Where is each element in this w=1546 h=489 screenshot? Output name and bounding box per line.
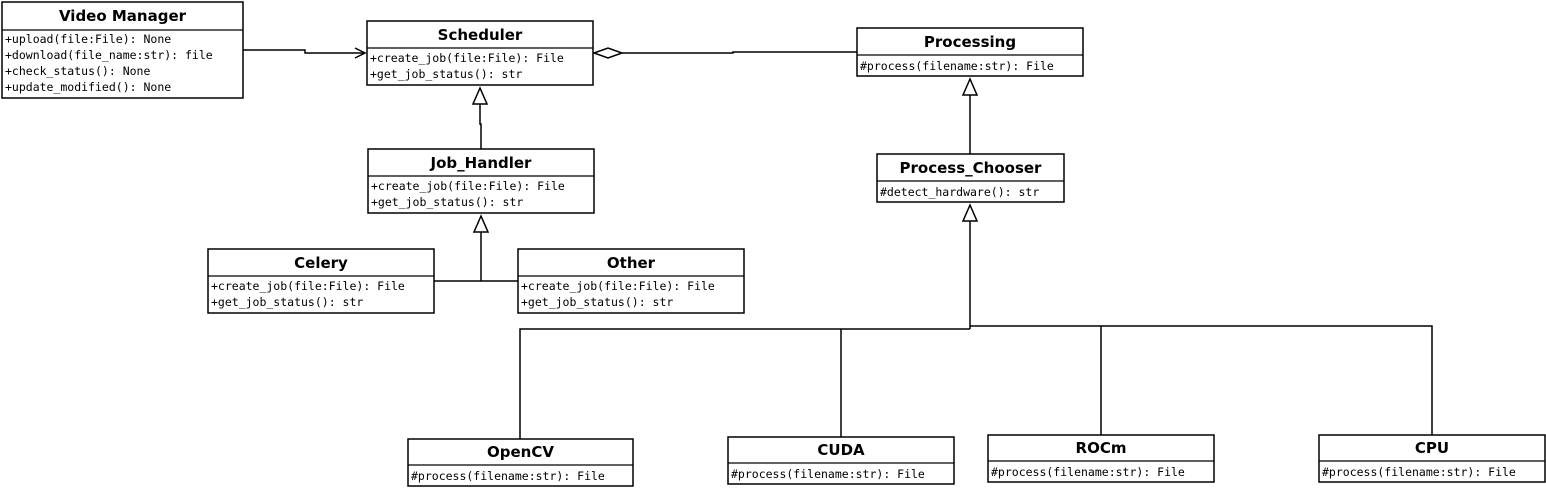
open-arrowhead	[354, 47, 367, 59]
connector-processing-scheduler	[622, 51, 857, 54]
class-member: #process(filename:str): File	[411, 469, 605, 483]
class-member: #process(filename:str): File	[1322, 465, 1516, 479]
class-member: #process(filename:str): File	[731, 467, 925, 481]
connectors	[243, 47, 1433, 439]
class-name: Scheduler	[438, 26, 523, 44]
class-box	[367, 148, 595, 214]
class-scheduler: Scheduler +create_job(file:File): File +…	[366, 20, 594, 86]
class-member: +create_job(file:File): File	[521, 279, 715, 293]
class-member: +create_job(file:File): File	[371, 179, 565, 193]
class-member: #process(filename:str): File	[860, 59, 1054, 73]
class-name: Video Manager	[59, 7, 187, 25]
class-member: #detect_hardware(): str	[880, 185, 1039, 199]
class-opencv: OpenCV #process(filename:str): File	[407, 438, 634, 487]
inheritance-arrowhead	[472, 214, 490, 233]
connector-videomanager-scheduler	[243, 49, 364, 54]
class-member: +upload(file:File): None	[5, 32, 171, 46]
connector-opencv-processchooser	[519, 328, 970, 439]
class-member: +get_job_status(): str	[370, 67, 522, 81]
class-rocm: ROCm #process(filename:str): File	[987, 434, 1215, 483]
class-name: Other	[607, 254, 656, 272]
connector-jobhandler-scheduler	[479, 104, 482, 149]
class-name: Job_Handler	[430, 154, 533, 172]
class-member: +check_status(): None	[5, 64, 150, 78]
class-box	[987, 434, 1215, 483]
connector-rocm-cpu-processchooser	[970, 325, 1433, 435]
class-process-chooser: Process_Chooser #detect_hardware(): str	[876, 153, 1065, 203]
class-member: +create_job(file:File): File	[370, 51, 564, 65]
inheritance-arrowhead	[471, 86, 489, 105]
class-member: +create_job(file:File): File	[211, 279, 405, 293]
aggregation-diamond	[591, 47, 625, 59]
class-box	[876, 153, 1065, 203]
class-box	[727, 436, 955, 485]
inheritance-arrowhead	[961, 203, 979, 222]
class-box	[407, 438, 634, 487]
class-member: +download(file_name:str): file	[5, 48, 213, 62]
class-member: +get_job_status(): str	[211, 295, 363, 309]
class-name: CPU	[1415, 439, 1449, 457]
class-box	[366, 20, 594, 86]
class-member: +update_modified(): None	[5, 80, 171, 94]
class-cuda: CUDA #process(filename:str): File	[727, 436, 955, 485]
class-name: CUDA	[817, 441, 865, 459]
class-processing: Processing #process(filename:str): File	[856, 27, 1084, 77]
class-video-manager: Video Manager +upload(file:File): None +…	[1, 1, 244, 99]
class-other: Other +create_job(file:File): File +get_…	[517, 248, 745, 314]
class-cpu: CPU #process(filename:str): File	[1318, 434, 1546, 483]
class-box	[517, 248, 745, 314]
class-member: #process(filename:str): File	[991, 465, 1185, 479]
class-box	[1318, 434, 1546, 483]
class-box	[1, 1, 244, 99]
class-name: Celery	[294, 254, 348, 272]
inheritance-arrowhead	[961, 77, 979, 96]
class-name: ROCm	[1076, 439, 1127, 457]
class-name: OpenCV	[487, 443, 554, 461]
class-name: Process_Chooser	[900, 159, 1043, 177]
class-member: +get_job_status(): str	[521, 295, 673, 309]
class-celery: Celery +create_job(file:File): File +get…	[207, 248, 435, 314]
connector-celery-other-jobhandler	[434, 232, 518, 282]
class-job-handler: Job_Handler +create_job(file:File): File…	[367, 148, 595, 214]
class-member: +get_job_status(): str	[371, 195, 523, 209]
class-box	[207, 248, 435, 314]
class-box	[856, 27, 1084, 77]
class-name: Processing	[924, 33, 1016, 51]
